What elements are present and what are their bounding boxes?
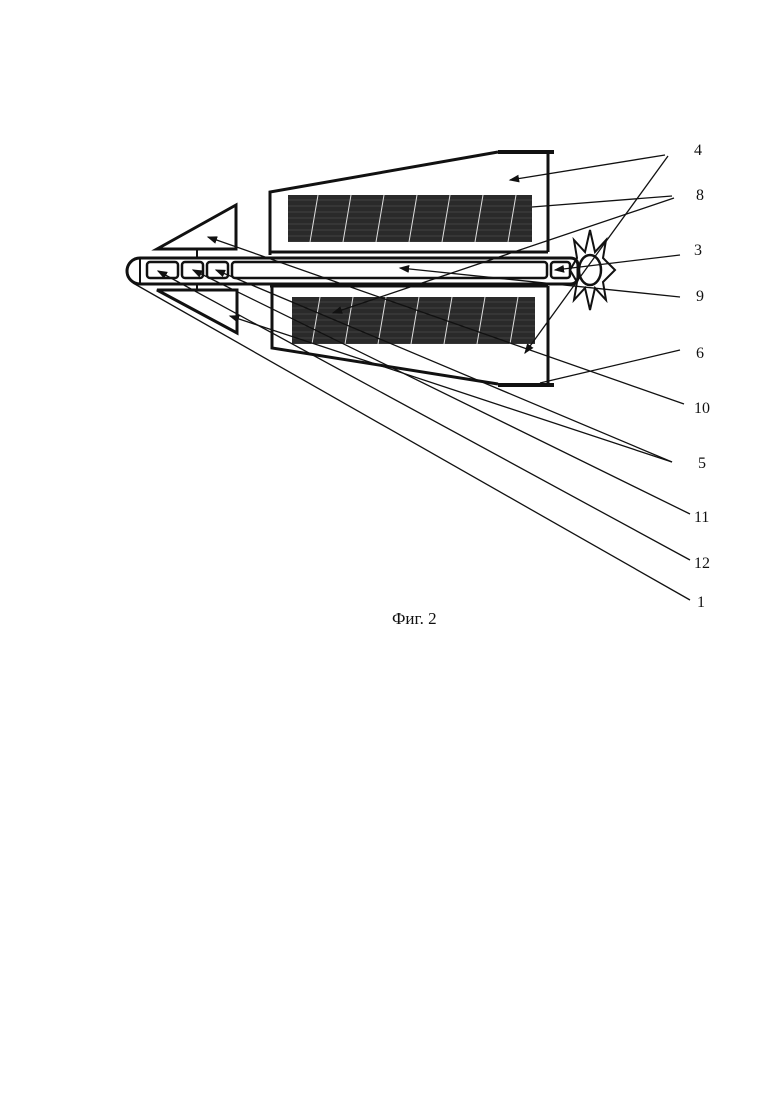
label-1: 1 xyxy=(697,594,705,612)
label-6: 6 xyxy=(696,345,704,363)
lower-canard xyxy=(157,290,237,333)
label-12: 12 xyxy=(694,555,710,573)
label-8: 8 xyxy=(696,187,704,205)
figure-caption: Фиг. 2 xyxy=(392,609,437,629)
fuselage-compartments xyxy=(147,262,570,278)
label-9: 9 xyxy=(696,288,704,306)
label-5: 5 xyxy=(698,455,706,473)
label-10: 10 xyxy=(694,400,710,418)
label-11: 11 xyxy=(694,509,709,527)
label-4: 4 xyxy=(694,142,702,160)
label-3: 3 xyxy=(694,242,702,260)
